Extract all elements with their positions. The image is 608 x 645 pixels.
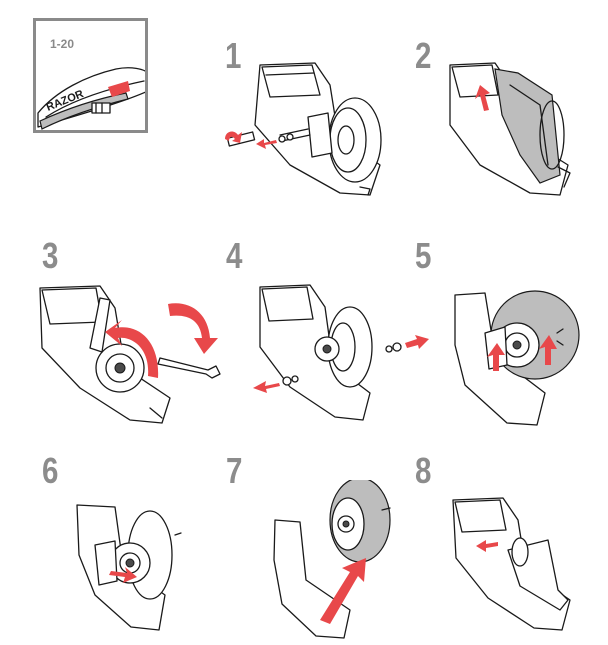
step-5-illustration bbox=[445, 275, 595, 435]
step-number-6: 6 bbox=[42, 450, 59, 491]
step-6-illustration bbox=[75, 495, 205, 640]
scooter-deck-illustration: RAZOR bbox=[37, 67, 145, 130]
step-number-7: 7 bbox=[226, 450, 243, 491]
step-1-illustration bbox=[220, 55, 400, 200]
step-number-8: 8 bbox=[415, 450, 432, 491]
step-number-2: 2 bbox=[415, 35, 432, 76]
step-number-5: 5 bbox=[415, 235, 432, 276]
step-3-illustration bbox=[30, 268, 230, 428]
step-2-illustration bbox=[440, 55, 590, 200]
step-number-1: 1 bbox=[225, 35, 242, 76]
inset-label: 1-20 bbox=[50, 37, 75, 51]
step-4-illustration bbox=[245, 275, 435, 425]
step-8-illustration bbox=[448, 490, 588, 640]
step-number-3: 3 bbox=[42, 235, 59, 276]
highlight-area bbox=[108, 81, 130, 97]
inset-detail-box: 1-20 RAZOR bbox=[33, 18, 148, 133]
step-7-illustration bbox=[270, 480, 410, 640]
step-number-4: 4 bbox=[226, 235, 243, 276]
